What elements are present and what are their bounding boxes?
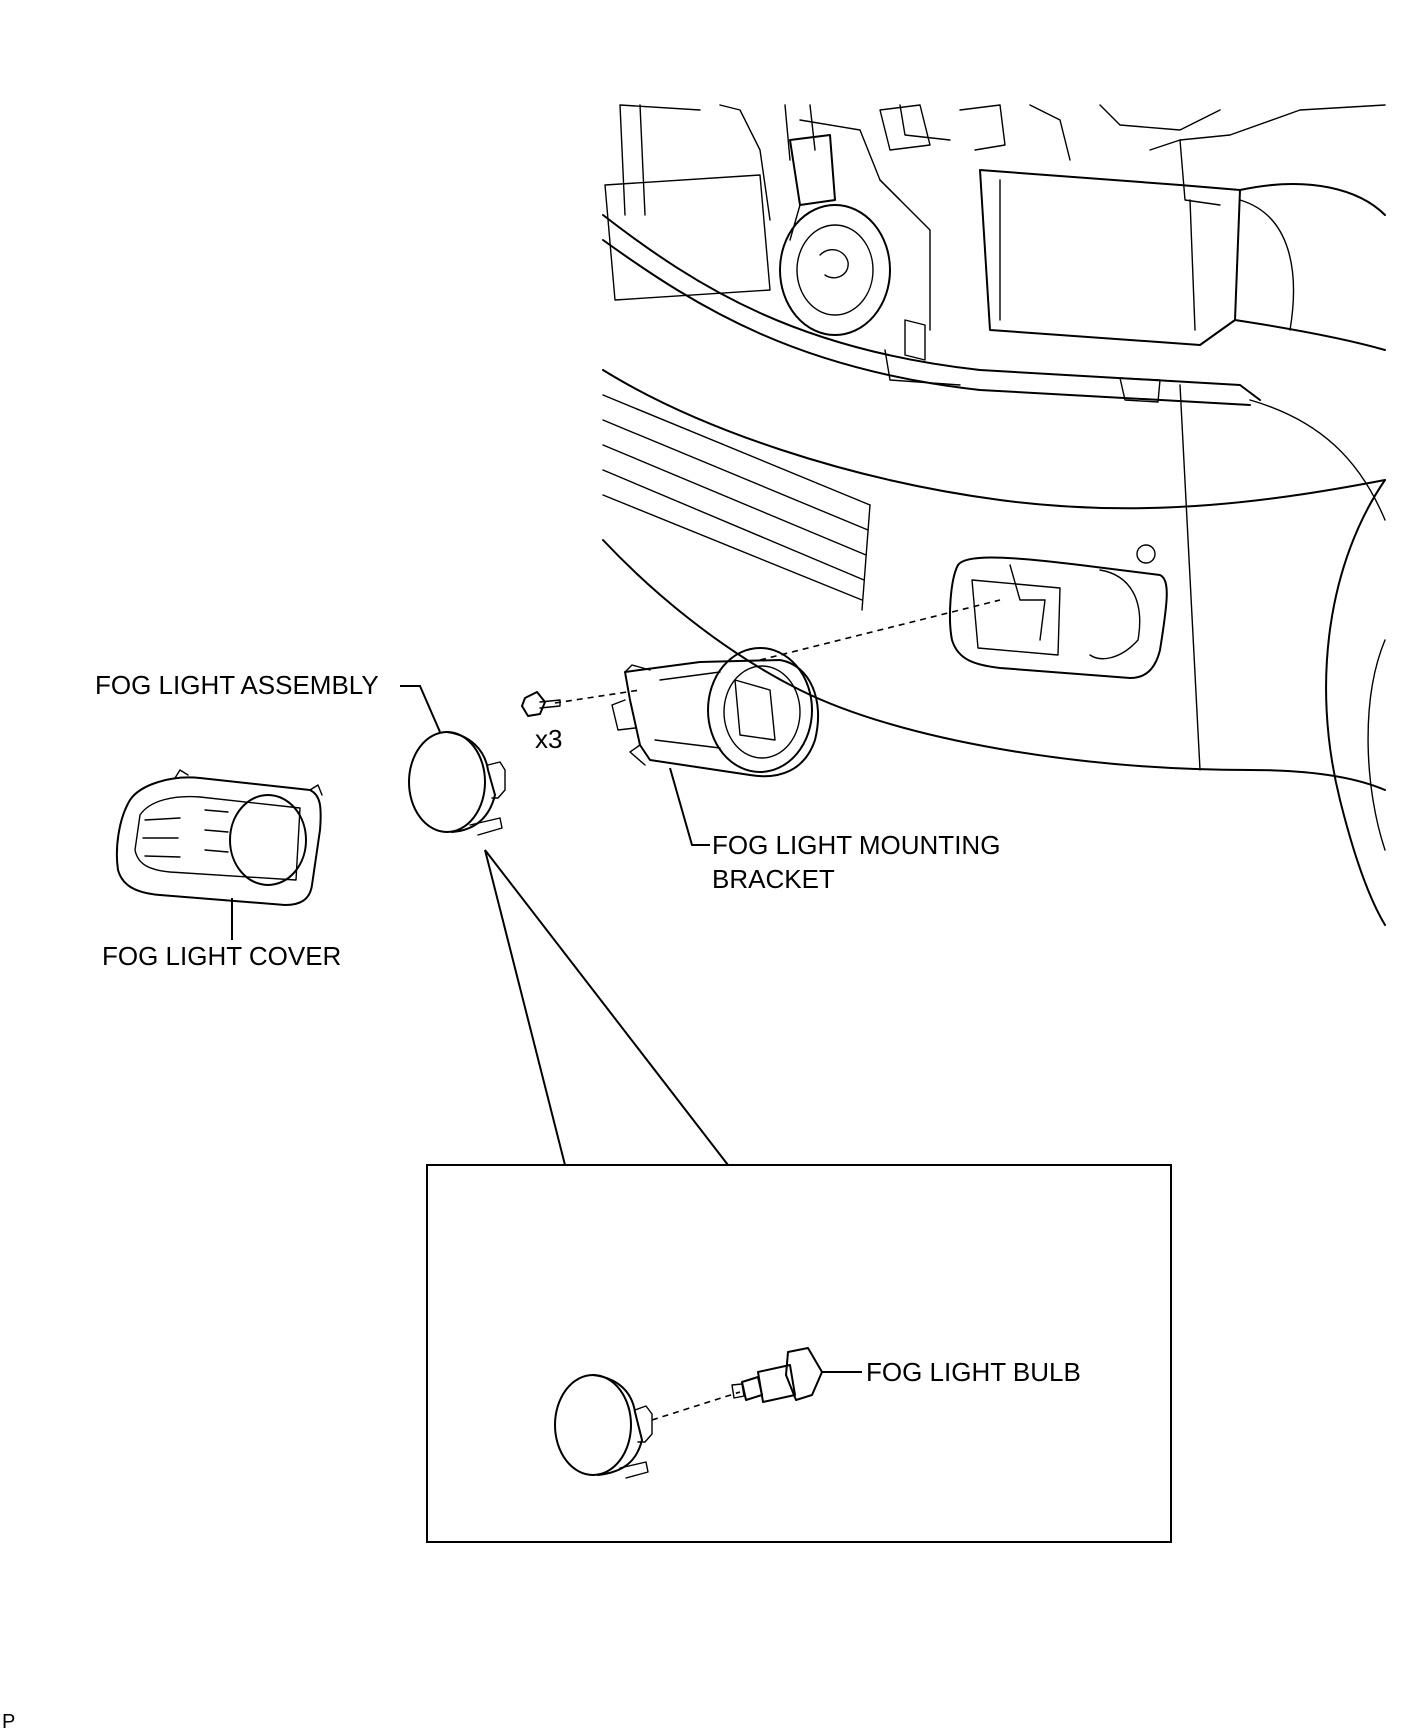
mounting-bracket-leader bbox=[669, 767, 710, 846]
detail-inset-frame bbox=[426, 1164, 1172, 1543]
fog-light-cover bbox=[115, 769, 323, 906]
fog-light-opening bbox=[949, 544, 1168, 679]
fog-light-assembly-label: FOG LIGHT ASSEMBLY bbox=[95, 670, 379, 700]
alignment-line-bracket bbox=[554, 599, 1001, 704]
detail-callout-lines bbox=[484, 849, 729, 1166]
front-bumper bbox=[602, 369, 1386, 926]
fog-light-assembly-leader bbox=[400, 685, 441, 733]
bolt-quantity-label: x3 bbox=[535, 724, 562, 754]
fog-light-assembly-detail bbox=[554, 1374, 653, 1479]
fog-light-assembly bbox=[408, 731, 506, 836]
horn bbox=[779, 134, 961, 386]
lower-grille bbox=[602, 394, 871, 611]
mounting-bracket-label-line2: BRACKET bbox=[712, 864, 835, 894]
fog-light-mounting-bracket bbox=[611, 647, 820, 778]
bolt-icon bbox=[521, 691, 561, 717]
fog-light-bulb-label: FOG LIGHT BULB bbox=[866, 1357, 1081, 1387]
alignment-line-bulb bbox=[651, 1391, 741, 1421]
corner-code-label: P bbox=[2, 1711, 15, 1733]
fog-light-bulb bbox=[731, 1347, 823, 1403]
vehicle-front-illustration bbox=[602, 104, 1386, 926]
mounting-bracket-label-line1: FOG LIGHT MOUNTING bbox=[712, 830, 1000, 860]
headlamp bbox=[979, 169, 1386, 351]
fog-light-cover-label: FOG LIGHT COVER bbox=[102, 941, 341, 971]
